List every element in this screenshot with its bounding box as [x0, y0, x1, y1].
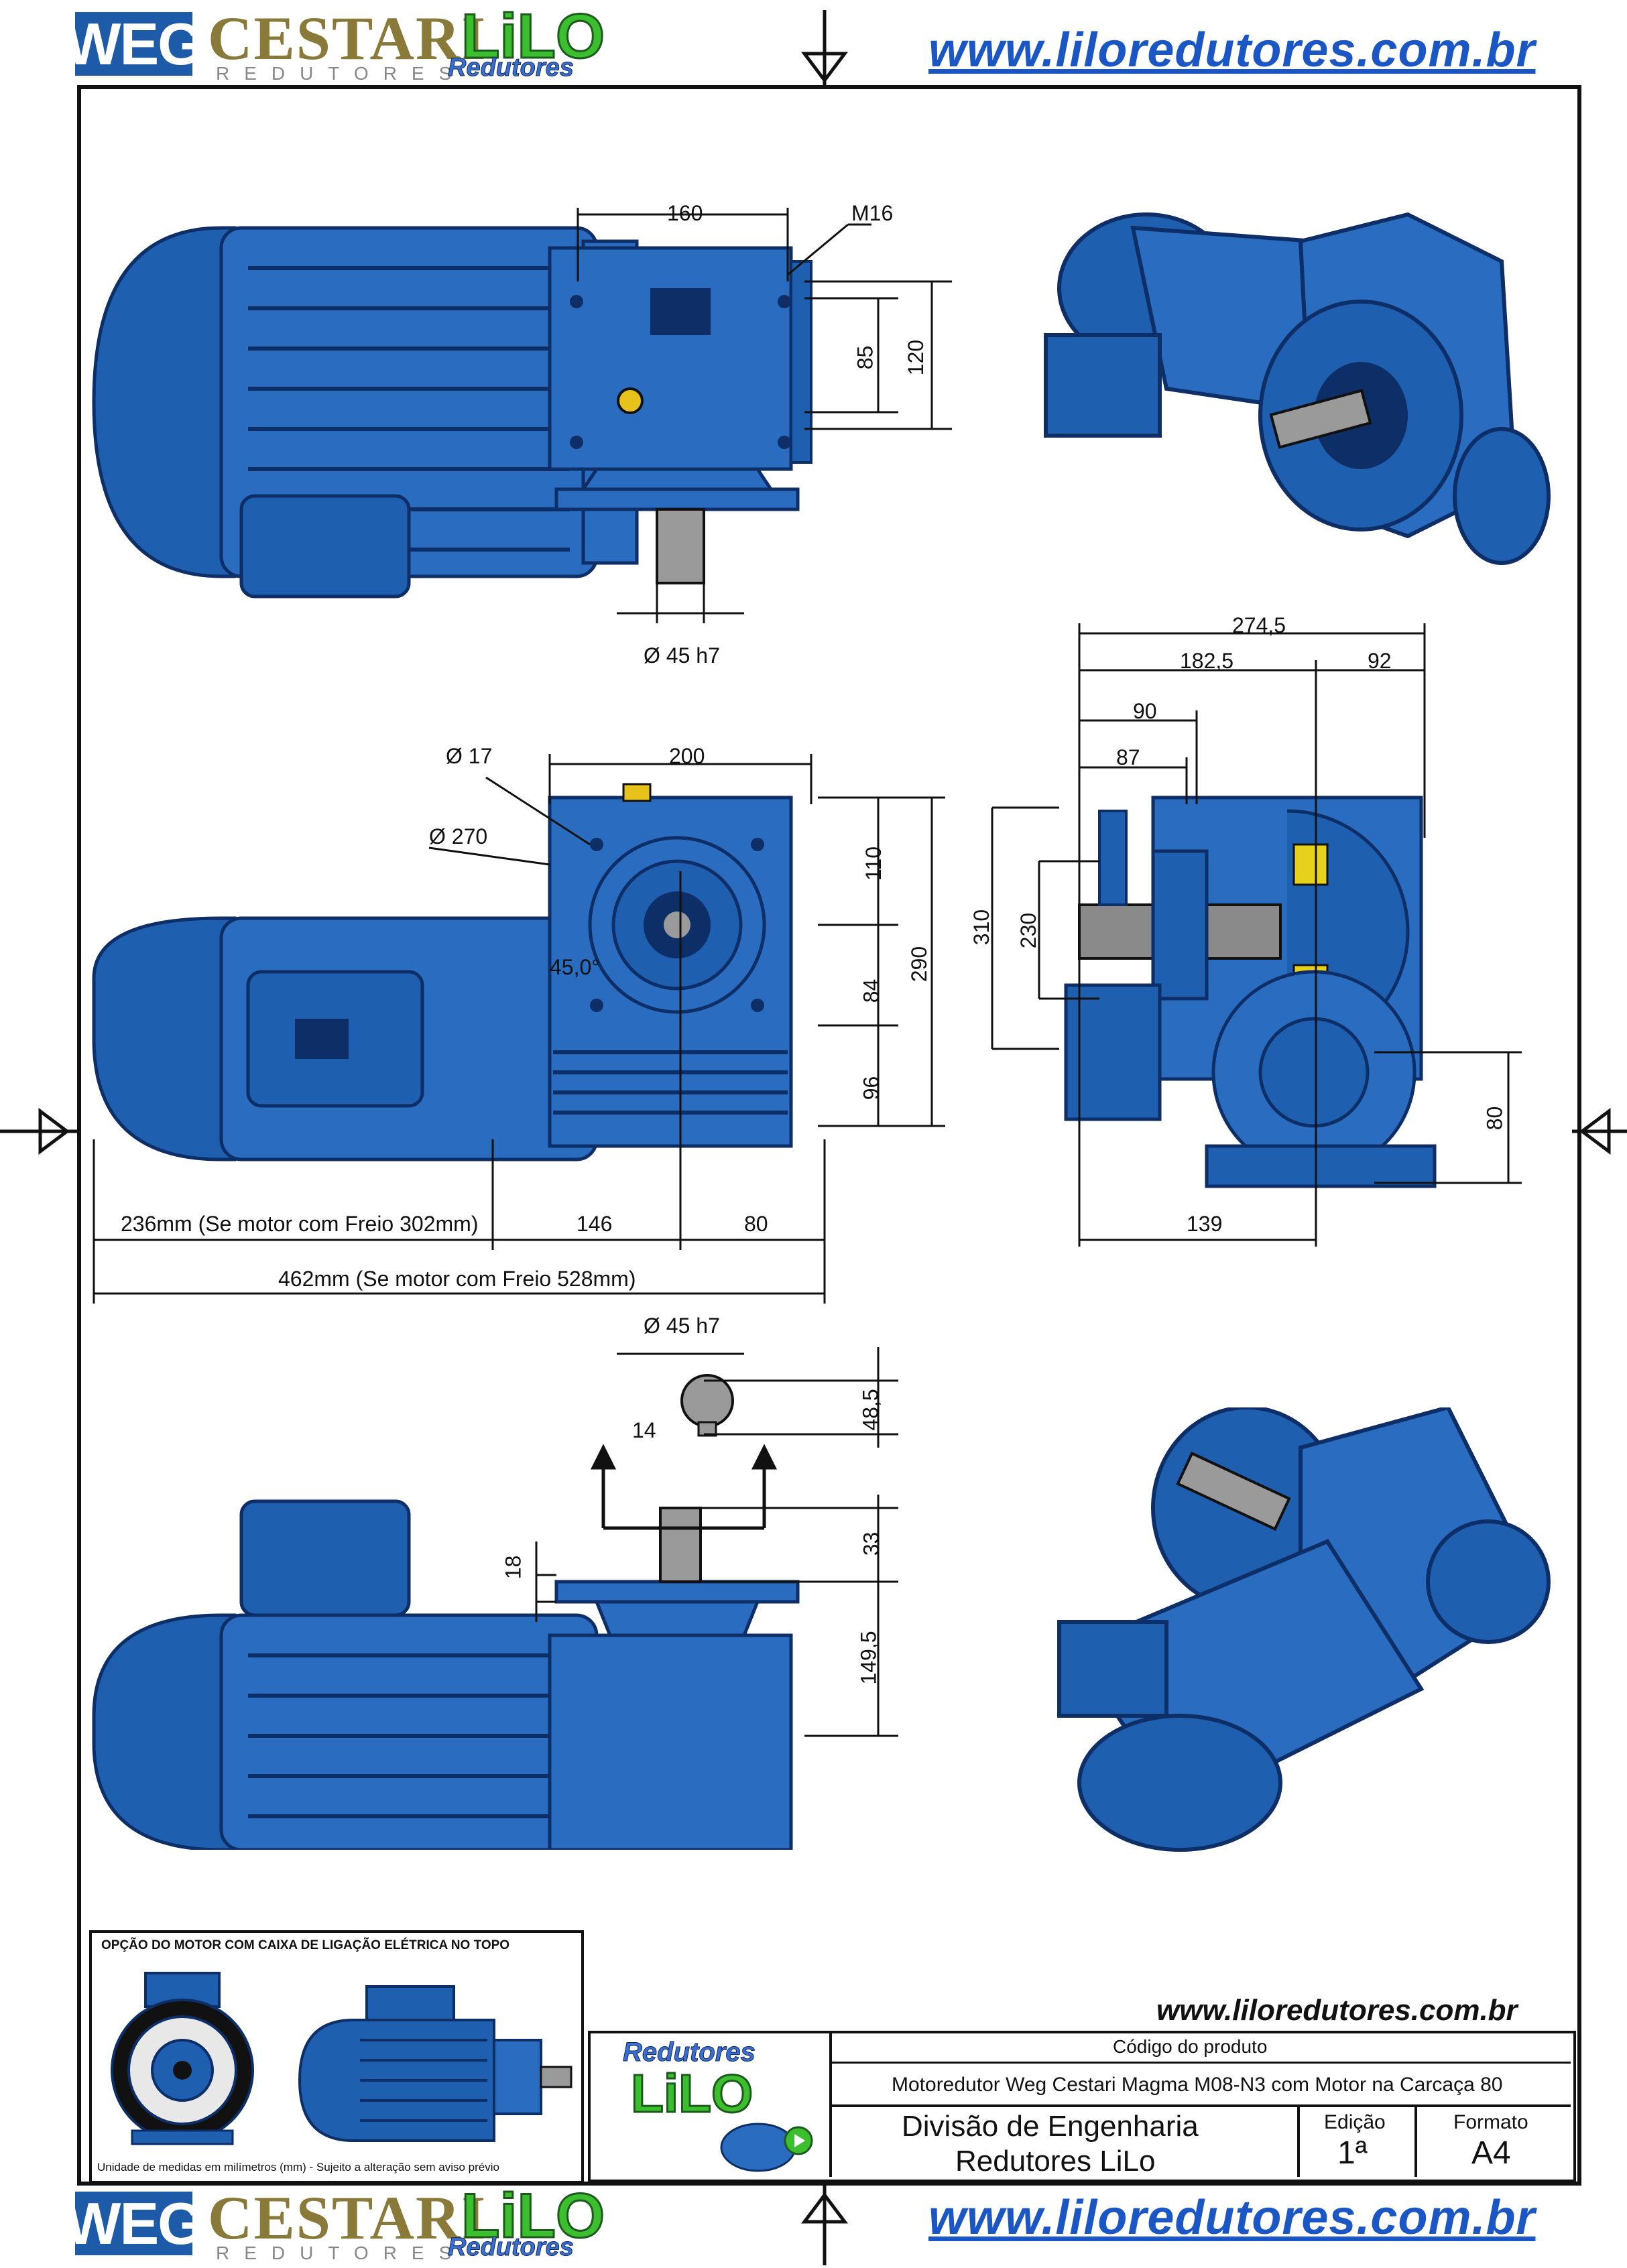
footer-cestari-logo: CESTARI — [208, 2184, 487, 2252]
titleblock-logo-motor — [720, 2123, 813, 2172]
dim-33: 33 — [859, 1531, 884, 1556]
top-view-dims — [577, 208, 952, 623]
dim-key14: 14 — [632, 1418, 656, 1442]
titleblock-product: Motoredutor Weg Cestari Magma M08-N3 com… — [892, 2074, 1503, 2096]
cestari-logo: CESTARI — [208, 4, 487, 72]
footer-weg-logo: WEG — [65, 2190, 203, 2257]
option-box-title: OPÇÃO DO MOTOR COM CAIXA DE LIGAÇÃO ELÉT… — [101, 1938, 510, 1952]
side-view-drawing — [92, 1374, 800, 1850]
titleblock-divider-4 — [1414, 2107, 1417, 2177]
dim-shaft-bottom: Ø 45 h7 — [644, 1314, 720, 1338]
dim-motor-len: 236mm (Se motor com Freio 302mm) — [121, 1212, 479, 1236]
footer-url-link[interactable]: www.liloredutores.com.br — [928, 2191, 1536, 2245]
titleblock-edition-value: 1ª — [1337, 2135, 1368, 2171]
section-view-dims — [991, 623, 1522, 1247]
dim-48: 48,5 — [858, 1389, 883, 1431]
side-view-dims — [535, 1347, 898, 1737]
option-box-note: Unidade de medidas em milímetros (mm) - … — [97, 2161, 499, 2174]
front-view-dims — [93, 754, 945, 1304]
header-url-link[interactable]: www.liloredutores.com.br — [928, 23, 1536, 77]
dim-274: 274,5 — [1232, 613, 1286, 637]
title-block — [588, 2031, 1576, 2182]
titleblock-divider-2 — [832, 2104, 1571, 2107]
dim-pcd-270: Ø 270 — [429, 824, 488, 848]
dim-80-h: 80 — [744, 1212, 768, 1236]
titleblock-division-2: Redutores LiLo — [955, 2145, 1156, 2178]
dim-87: 87 — [1116, 745, 1140, 769]
dim-146: 146 — [577, 1212, 613, 1236]
dim-182: 182,5 — [1180, 649, 1234, 673]
iso-view-top — [1044, 212, 1551, 565]
dim-90: 90 — [1133, 699, 1157, 723]
titleblock-edition-label: Edição — [1324, 2111, 1386, 2133]
footer-lilo-sub: Redutores — [448, 2233, 575, 2262]
lilo-logo: LiLO — [460, 0, 605, 72]
titleblock-logo-main: LiLO — [629, 2063, 754, 2125]
motor-option-box: OPÇÃO DO MOTOR COM CAIXA DE LIGAÇÃO ELÉT… — [89, 1930, 584, 2184]
footer-lilo-logo: LiLO — [460, 2180, 605, 2252]
front-view-drawing — [92, 783, 793, 1161]
titleblock-code-label: Código do produto — [1113, 2036, 1268, 2057]
iso-view-bottom — [1057, 1407, 1551, 1852]
dim-shaft-top: Ø 45 h7 — [644, 643, 720, 668]
weg-logo-text: WEG — [65, 10, 203, 77]
section-view-drawing — [1064, 796, 1437, 1188]
titleblock-format-value: A4 — [1471, 2135, 1511, 2171]
cestari-sub: REDUTORES — [216, 63, 467, 84]
dim-total-len: 462mm (Se motor com Freio 528mm) — [278, 1267, 636, 1291]
footer-weg-logo-text: WEG — [65, 2190, 203, 2257]
titleblock-logo-sub: Redutores — [623, 2037, 756, 2068]
dim-m16: M16 — [851, 201, 894, 225]
dim-92: 92 — [1368, 649, 1392, 673]
titleblock-format-label: Formato — [1453, 2111, 1528, 2133]
dim-160: 160 — [667, 201, 703, 225]
titleblock-divider-1 — [832, 2062, 1571, 2064]
dim-hole-17: Ø 17 — [446, 744, 493, 768]
dim-18: 18 — [501, 1555, 526, 1580]
weg-logo: WEG — [65, 11, 203, 77]
dim-200: 200 — [669, 744, 705, 768]
dim-angle: 45,0° — [550, 955, 601, 979]
drawing-frame — [77, 85, 1581, 2186]
dim-149: 149,5 — [856, 1631, 881, 1685]
option-side-view — [298, 1985, 573, 2142]
titleblock-logo-cell: Redutores LiLO — [591, 2033, 832, 2177]
lilo-sub: Redutores — [448, 54, 575, 82]
top-view-drawing — [92, 226, 812, 598]
footer-cestari-sub: REDUTORES — [216, 2243, 467, 2263]
dim-139: 139 — [1187, 1212, 1223, 1236]
titleblock-division-1: Divisão de Engenharia — [902, 2110, 1199, 2143]
titleblock-url-link[interactable]: www.liloredutores.com.br — [1156, 1994, 1518, 2027]
option-front-view — [111, 1972, 254, 2145]
titleblock-divider-3 — [1297, 2107, 1300, 2177]
